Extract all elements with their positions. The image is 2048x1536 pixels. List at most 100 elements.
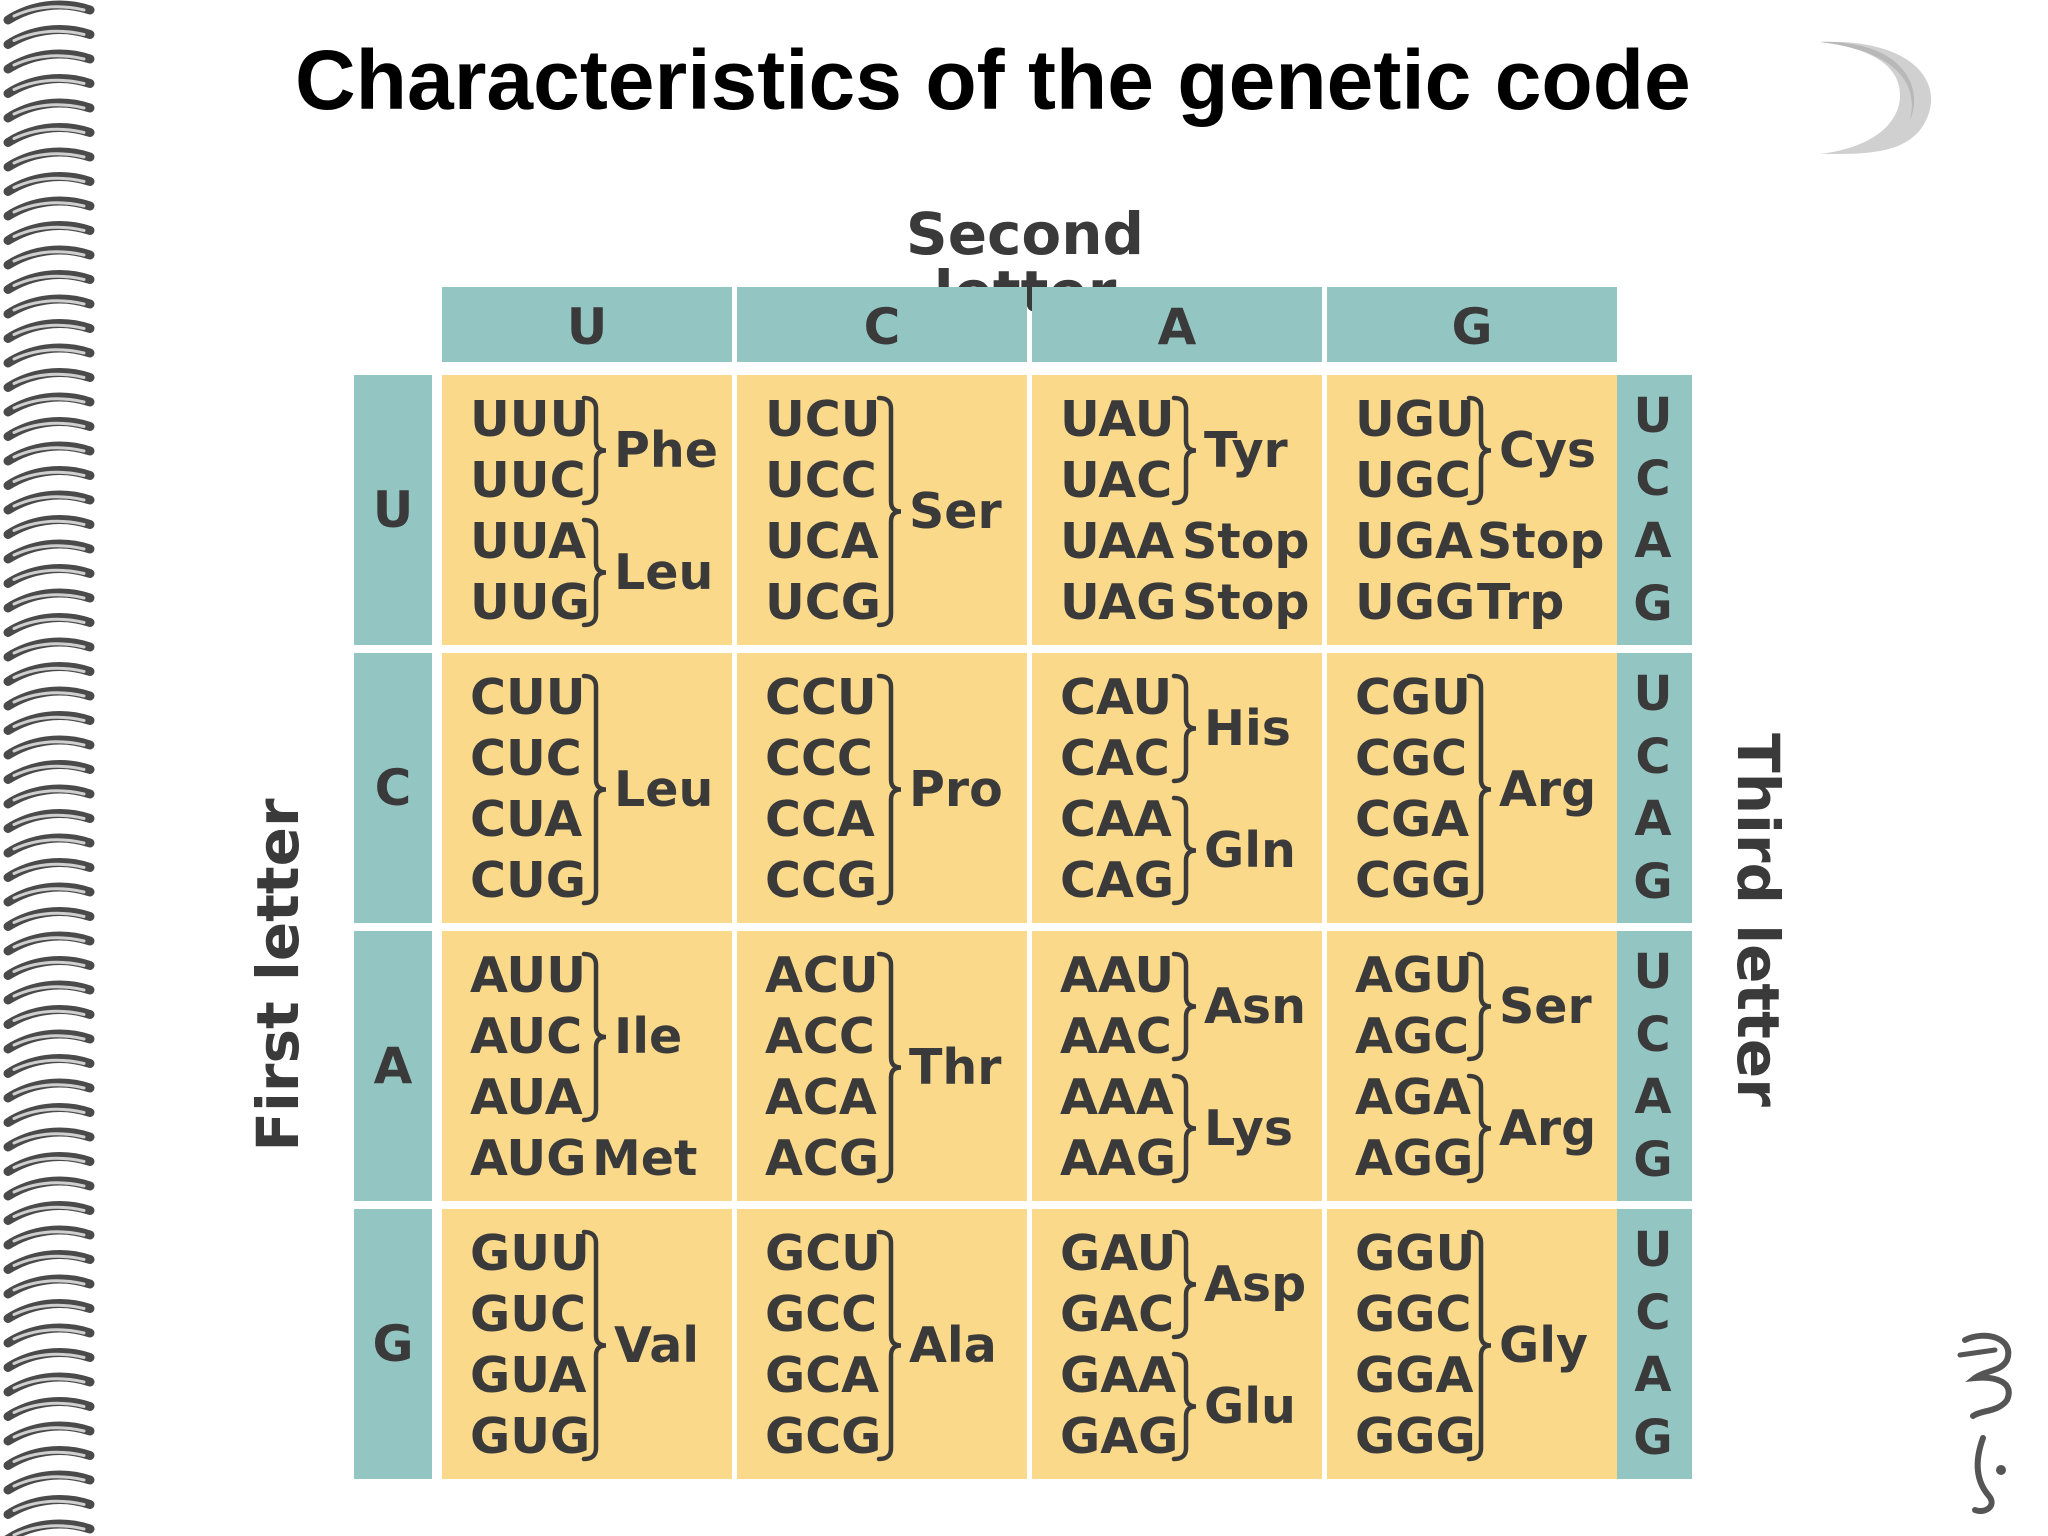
bracket-icon [1171,395,1197,506]
spiral-ring-highlight [12,78,86,91]
spiral-ring-highlight [12,103,86,116]
bracket-icon [1171,1229,1197,1340]
amino-acid-label: Trp [1477,574,1565,631]
third-letter-u: U [1633,388,1673,445]
spiral-ring-highlight [12,372,86,385]
spiral-ring-highlight [12,936,86,949]
codon: CGU [1355,669,1471,726]
amino-acid-label: Ser [909,482,1002,540]
codon: UGG [1355,574,1476,631]
spiral-ring-highlight [12,1058,86,1071]
codon: GGU [1355,1225,1476,1282]
codon: GUG [470,1408,591,1465]
second-letter-header-a: A [1032,287,1322,362]
spiral-ring-highlight [12,813,86,826]
spiral-ring-highlight [12,299,86,312]
codon: CCA [765,791,875,848]
spiral-ring-highlight [12,152,86,165]
spiral-ring-highlight [12,1181,86,1194]
codon: AGG [1355,1130,1474,1187]
codon: UAC [1060,452,1173,509]
codon: AUG [470,1130,587,1187]
codon: ACC [765,1008,875,1065]
spiral-ring-highlight [12,1132,86,1145]
spiral-ring-highlight [12,1401,86,1414]
codon: CUG [470,852,586,909]
third-letter-u: U [1633,666,1673,723]
bracket-icon [1466,673,1492,906]
codon: CGG [1355,852,1472,909]
spiral-ring-highlight [12,960,86,973]
codon: AUA [470,1069,583,1126]
spiral-ring-highlight [12,1524,86,1536]
codon: UAG [1060,574,1177,631]
third-letter-g: G [1633,853,1673,910]
spiral-ring-highlight [12,887,86,900]
spiral-ring-highlight [12,544,86,557]
amino-acid-label: Val [614,1316,700,1374]
bracket-icon [1466,1073,1492,1184]
bracket-icon [876,395,902,628]
third-letter-c: C [1635,1284,1671,1341]
spiral-binding-decoration [3,0,95,1536]
codon: GUU [470,1225,590,1282]
codon: AAG [1060,1130,1177,1187]
codon: GUC [470,1286,586,1343]
amino-acid-label: Asp [1204,1255,1307,1313]
spiral-ring-highlight [12,54,86,67]
spiral-ring-highlight [12,348,86,361]
codon: GCU [765,1225,881,1282]
spiral-ring-highlight [12,5,86,18]
codon: CAA [1060,791,1172,848]
codon: GAU [1060,1225,1177,1282]
codon: CCG [765,852,878,909]
amino-acid-label: Ser [1499,977,1592,1035]
amino-acid-label: Ala [909,1316,997,1374]
slide-title: Characteristics of the genetic code [295,33,1691,127]
codon: UCC [765,452,877,509]
spiral-ring-highlight [12,274,86,287]
codon: UUG [470,574,590,631]
second-letter-header-c: C [737,287,1027,362]
spiral-ring-highlight [12,421,86,434]
first-letter-header-g: G [354,1209,432,1479]
amino-acid-label: Arg [1499,1099,1597,1157]
third-letter-a: A [1634,1347,1672,1404]
bracket-icon [1171,795,1197,906]
codon: AGU [1355,947,1473,1004]
codon: GAG [1060,1408,1179,1465]
spiral-ring-highlight [12,1254,86,1267]
bracket-icon [1466,395,1492,506]
amino-acid-label: Leu [614,543,714,601]
spiral-ring-highlight [12,201,86,214]
amino-acid-label: Gln [1204,821,1296,879]
codon: AGC [1355,1008,1470,1065]
amino-acid-label: Lys [1204,1099,1294,1157]
spiral-ring-highlight [12,691,86,704]
third-letter-g: G [1633,1409,1673,1466]
bracket-icon [1466,1229,1492,1462]
spiral-ring-highlight [12,176,86,189]
spiral-ring-highlight [12,1352,86,1365]
third-letter-g: G [1633,575,1673,632]
codon: AAC [1060,1008,1172,1065]
codon: AAU [1060,947,1175,1004]
codon: GAA [1060,1347,1177,1404]
spiral-ring-highlight [12,225,86,238]
amino-acid-label: Stop [1182,513,1310,570]
third-letter-u: U [1633,944,1673,1001]
title-underline-decoration [220,41,1932,155]
amino-acid-label: His [1204,699,1291,757]
bracket-icon [581,1229,607,1462]
second-letter-header-g: G [1327,287,1617,362]
first-letter-header-a: A [354,931,432,1201]
codon: GGG [1355,1408,1476,1465]
spiral-ring-highlight [12,838,86,851]
